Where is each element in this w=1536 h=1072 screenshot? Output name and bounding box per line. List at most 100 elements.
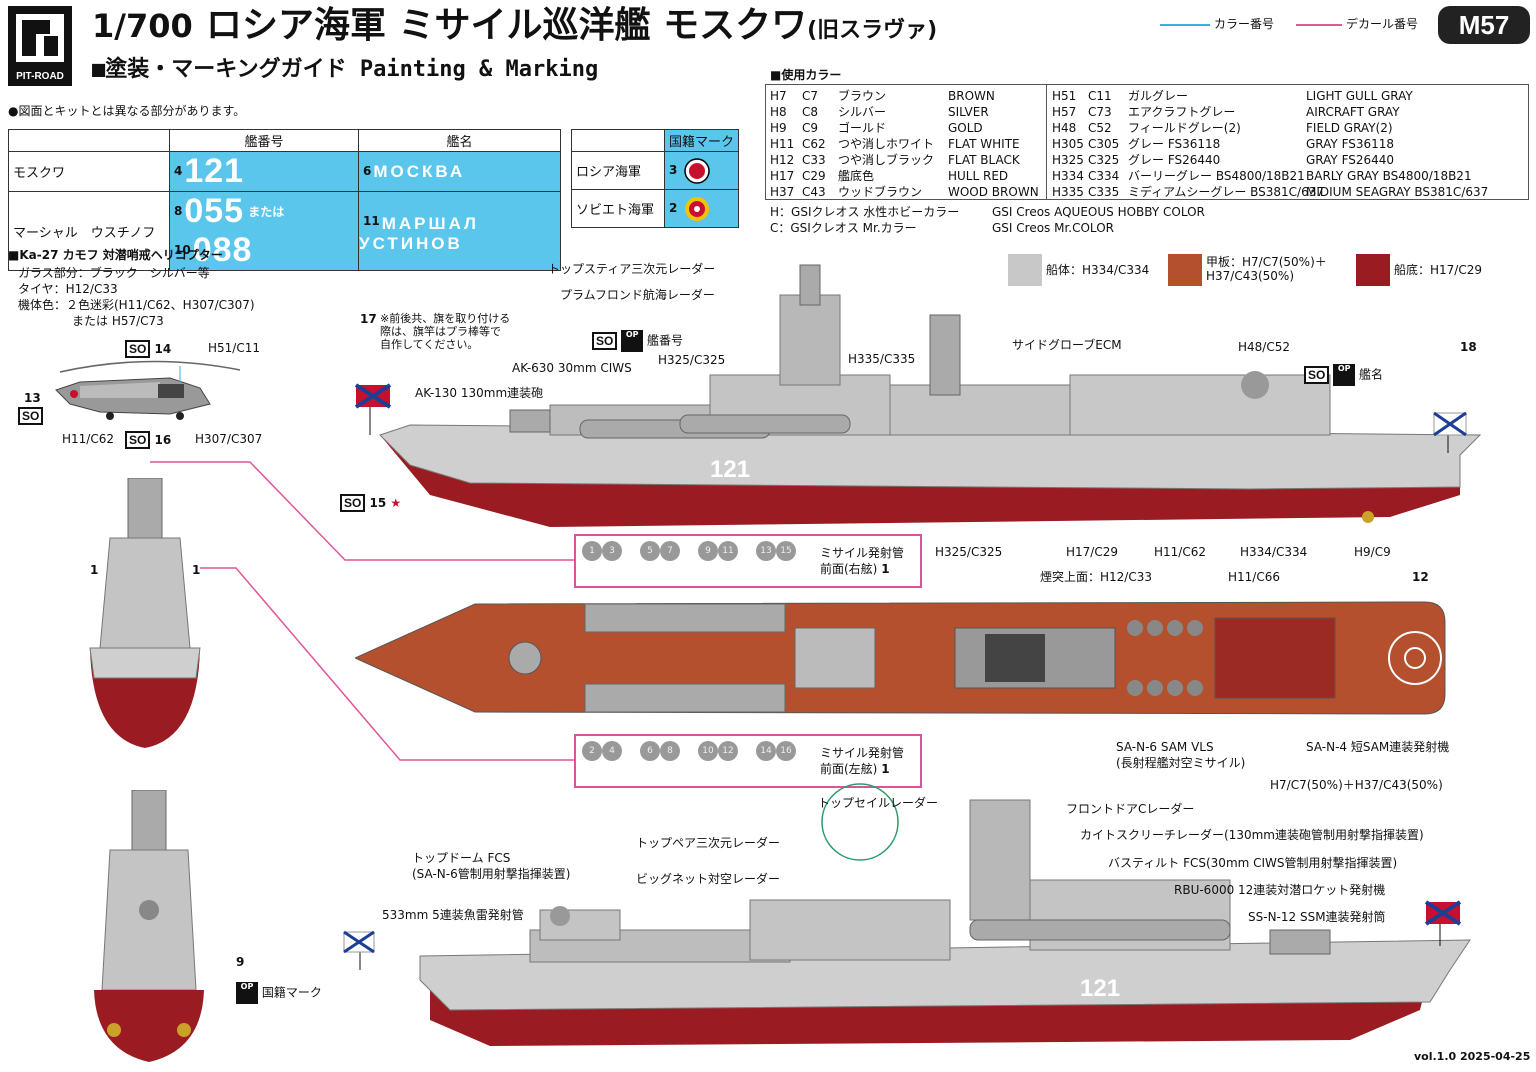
mr-color-note: C：GSIクレオス Mr.カラー bbox=[770, 221, 917, 235]
sam-vls-sub: (長射程艦対空ミサイル) bbox=[1116, 756, 1246, 770]
h48-label: H48/C52 bbox=[1238, 340, 1290, 354]
helicopter-tire: タイヤ：H12/C33 bbox=[18, 282, 118, 296]
mr-color-note-en: GSI Creos Mr.COLOR bbox=[992, 221, 1114, 235]
top-sail-label: トップセイルレーダー bbox=[818, 796, 939, 810]
h334-label: H334/C334 bbox=[1240, 545, 1308, 559]
ship-side-view: 121 bbox=[354, 264, 1482, 527]
ship-number-cell: 8055 または 10088 bbox=[169, 191, 359, 271]
ship-name-decal: SO OP 艦名 bbox=[1304, 364, 1383, 386]
bottom-swatch bbox=[1356, 254, 1390, 286]
decal-16: SO 16 bbox=[125, 431, 171, 449]
decal-legend-label: デカール番号 bbox=[1346, 17, 1419, 31]
missile-tube: 3 bbox=[602, 541, 622, 561]
helicopter-glass: ガラス部分：ブラック シルバー等 bbox=[18, 266, 210, 280]
h335-label: H335/C335 bbox=[848, 352, 916, 366]
deck-mix-label: H7/C7(50%)＋H37/C43(50%) bbox=[1270, 778, 1443, 792]
pit-road-logo: PIT-ROAD bbox=[8, 6, 72, 86]
tubes-left-label: ミサイル発射管 bbox=[820, 746, 905, 760]
missile-tube: 4 bbox=[602, 741, 622, 761]
missile-tube: 2 bbox=[582, 741, 602, 761]
flag-note: ※前後共、旗を取り付ける 際は、旗竿はプラ棒等で 自作してください。 bbox=[380, 312, 511, 351]
decal-13-number: 13 bbox=[24, 391, 41, 405]
svg-text:121: 121 bbox=[1080, 975, 1120, 1002]
heli-left-color: H11/C62 bbox=[62, 432, 114, 446]
sa-n4-label: SA-N-4 短SAM連装発射機 bbox=[1306, 740, 1450, 754]
nation-mark-cell: 2 bbox=[664, 189, 739, 228]
h9-label: H9/C9 bbox=[1354, 545, 1391, 559]
hull-paint-label: 船体：H334/C334 bbox=[1046, 263, 1150, 277]
helicopter-body: 機体色：２色迷彩(H11/C62、H307/C307) bbox=[18, 298, 255, 312]
missile-tube: 7 bbox=[660, 541, 680, 561]
h11-c66-label: H11/C66 bbox=[1228, 570, 1280, 584]
table-row: ソビエト海軍 2 bbox=[571, 189, 739, 228]
kite-screech-label: カイトスクリーチレーダー(130mm連装砲管制用射撃指揮装置) bbox=[1080, 828, 1424, 842]
top-pair-label: トップペア三次元レーダー bbox=[636, 836, 781, 850]
decal-15: SO 15 ★ bbox=[340, 494, 401, 512]
sam-vls-label: SA-N-6 SAM VLS bbox=[1116, 740, 1214, 754]
color-legend-label: カラー番号 bbox=[1214, 17, 1275, 31]
top-dome-sub: (SA-N-6管制用射撃指揮装置) bbox=[412, 867, 571, 881]
decal-legend-line bbox=[1296, 24, 1342, 26]
rotor-color: H51/C11 bbox=[208, 341, 260, 355]
decal-1-left: 1 bbox=[90, 563, 99, 577]
col-nation-mark: 国籍マーク bbox=[664, 129, 739, 152]
blank-header bbox=[8, 129, 170, 152]
ship-top-view bbox=[355, 601, 1446, 715]
bass-tilt-label: バスティルト FCS(30mm CIWS管制用射撃指揮装置) bbox=[1108, 856, 1398, 870]
colors-heading: ■使用カラー bbox=[770, 68, 842, 82]
national-mark-decal: OP 国籍マーク bbox=[236, 982, 322, 1004]
ship-label: マーシャル ウスチノフ bbox=[8, 191, 170, 271]
decal-14: SO 14 bbox=[125, 340, 171, 358]
ship-rear-view bbox=[94, 790, 204, 1062]
decal-12: 12 bbox=[1412, 570, 1429, 584]
h325-lower-label: H325/C325 bbox=[935, 545, 1003, 559]
diff-note: ●図面とキットとは異なる部分があります。 bbox=[8, 104, 246, 118]
nation-mark-cell: 3 bbox=[664, 151, 739, 190]
table-row: ロシア海軍 3 bbox=[571, 151, 739, 190]
missile-tube: 12 bbox=[718, 741, 738, 761]
helicopter-title: ■Ka-27 カモフ 対潜哨戒ヘリコプター bbox=[8, 248, 223, 262]
front-door-label: フロントドアCレーダー bbox=[1066, 802, 1195, 816]
missile-tube: 5 bbox=[640, 541, 660, 561]
ship-front-view bbox=[89, 478, 201, 748]
hobby-color-note: H：GSIクレオス 水性ホビーカラー bbox=[770, 205, 960, 219]
tubes-right-label: ミサイル発射管 bbox=[820, 546, 905, 560]
page-title: ロシア海軍 ミサイル巡洋艦 モスクワ(旧スラヴァ) bbox=[206, 6, 937, 51]
svg-text:121: 121 bbox=[710, 456, 750, 483]
top-steer-label: トップスティア三次元レーダー bbox=[548, 262, 716, 276]
missile-tube: 14 bbox=[756, 741, 776, 761]
ship-port-view: 121 bbox=[343, 783, 1471, 1046]
decal-9: 9 bbox=[236, 955, 245, 969]
decal-1-right: 1 bbox=[192, 563, 201, 577]
hull-swatch bbox=[1008, 254, 1042, 286]
deck-swatch bbox=[1168, 254, 1202, 286]
missile-tube: 15 bbox=[776, 541, 796, 561]
missile-tube: 9 bbox=[698, 541, 718, 561]
nation-mark-table: 国籍マーク ロシア海軍 3 ソビエト海軍 2 bbox=[571, 129, 739, 228]
big-net-label: ビッグネット対空レーダー bbox=[636, 872, 781, 886]
russian-navy-roundel-icon bbox=[683, 157, 710, 184]
ak130-label: AK-130 130mm連装砲 bbox=[415, 386, 544, 400]
torpedo-label: 533mm 5連装魚雷発射管 bbox=[382, 908, 524, 922]
h17-label: H17/C29 bbox=[1066, 545, 1118, 559]
bottom-paint-label: 船底：H17/C29 bbox=[1394, 263, 1482, 277]
soviet-navy-roundel-icon bbox=[684, 196, 709, 221]
